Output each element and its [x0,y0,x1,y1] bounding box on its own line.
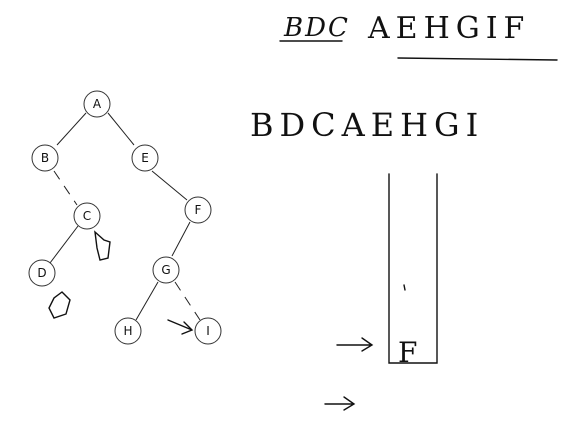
node-F: F [184,196,212,224]
node-G: G [152,256,180,284]
edge-A-B [56,112,87,146]
node-I: I [194,317,222,345]
node-B-label: B [41,151,49,165]
node-I-label: I [206,324,210,338]
arrow-to-node-i [167,319,194,335]
node-E: E [131,144,159,172]
edge-F-G [171,221,191,257]
edge-C-D [49,225,79,264]
node-D: D [28,259,56,287]
node-A: A [83,90,111,118]
null-marker-c-right [94,230,111,261]
node-H-label: H [123,324,132,338]
node-G-label: G [161,263,170,277]
handwritten-sequence-right: AEHGIF [367,11,530,46]
null-marker-d-right [48,291,71,319]
handwritten-sequence-second: BDCAEHGI [250,106,484,144]
node-E-label: E [141,151,149,165]
edge-G-H [135,281,159,321]
stack-tick-mark [403,284,406,291]
node-F-label: F [195,203,202,217]
handwritten-sequence-left: BDC [283,13,350,43]
arrow-into-stack [336,337,374,352]
edge-B-C [53,170,78,206]
edge-G-I [174,281,201,321]
node-B: B [31,144,59,172]
node-H: H [114,317,142,345]
tree-edges [49,112,201,321]
stack-item: F [398,336,417,369]
node-C-label: C [83,209,91,223]
node-D-label: D [37,266,46,280]
stack-outline [388,173,438,364]
underline-right [397,57,558,61]
arrow-below-stack [324,396,356,411]
node-A-label: A [93,97,102,111]
edge-E-F [151,170,188,201]
node-C: C [73,202,101,230]
edge-A-E [107,112,135,146]
